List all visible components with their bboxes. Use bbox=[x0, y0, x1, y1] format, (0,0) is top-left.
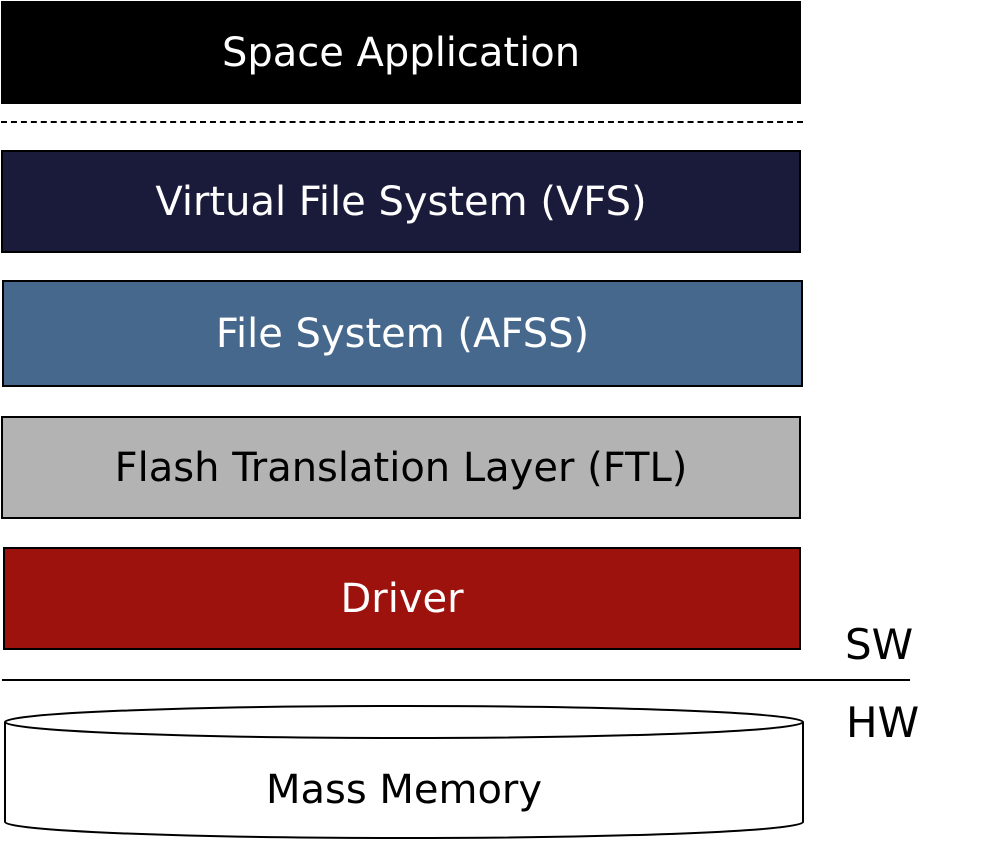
cylinder-body bbox=[4, 722, 804, 839]
layer-virtual-file-system: Virtual File System (VFS) bbox=[1, 150, 801, 253]
layer-flash-translation-layer: Flash Translation Layer (FTL) bbox=[1, 416, 801, 519]
sw-label: SW bbox=[845, 620, 914, 669]
cylinder-top bbox=[4, 705, 804, 739]
layer-file-system: File System (AFSS) bbox=[2, 280, 803, 387]
mass-memory-label: Mass Memory bbox=[265, 767, 543, 813]
layer-space-application: Space Application bbox=[1, 1, 801, 104]
hw-label: HW bbox=[846, 698, 920, 747]
dashed-separator bbox=[1, 121, 803, 123]
layer-label: File System (AFSS) bbox=[215, 310, 590, 357]
sw-hw-divider bbox=[2, 679, 910, 681]
layer-label: Flash Translation Layer (FTL) bbox=[114, 444, 688, 491]
layer-label: Space Application bbox=[221, 29, 581, 76]
layer-label: Virtual File System (VFS) bbox=[155, 178, 647, 225]
layer-driver: Driver bbox=[3, 547, 801, 650]
layer-label: Driver bbox=[340, 575, 464, 622]
